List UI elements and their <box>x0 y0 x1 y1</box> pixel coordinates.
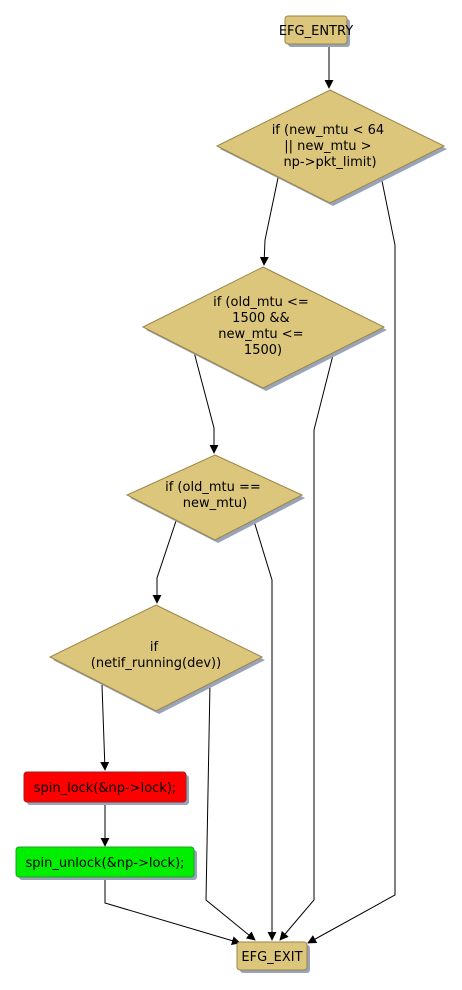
edge-netif-running-to-spin-lock <box>100 684 110 771</box>
condition-mtu-range-line-1: if (new_mtu < 64 <box>272 123 384 138</box>
exit-node-label: EFG_EXIT <box>241 950 302 965</box>
edge-old-new-1500-to-mtu-equal <box>193 351 219 454</box>
svg-text:spin_unlock(&np->lock);: spin_unlock(&np->lock); <box>25 856 184 871</box>
svg-text:if (old_mtu == new_mtu: if (old_mtu == new_mtu) <box>165 480 265 511</box>
condition-netif-running-line-1: if <box>150 640 159 655</box>
exit-node: EFG_EXIT <box>236 941 310 973</box>
condition-mtu-equal-line-1: if (old_mtu == <box>165 480 261 495</box>
condition-mtu-range-line-3: np->pkt_limit) <box>283 155 376 170</box>
condition-old-new-1500-line-3: new_mtu <= <box>218 327 303 342</box>
svg-text:spin_lock(&np->lock);: spin_lock(&np->lock); <box>34 781 177 796</box>
nodes: EFG_ENTRY if (new_mtu < 64 || new_mtu > … <box>15 15 447 973</box>
edge-spin-unlock-to-exit <box>104 878 241 946</box>
spin-lock-node: spin_lock(&np->lock); <box>23 771 189 805</box>
svg-text:EFG_ENTRY: EFG_ENTRY <box>279 24 353 39</box>
condition-old-new-1500-line-2: 1500 && <box>232 311 290 326</box>
condition-netif-running-line-2: (netif_running(dev)) <box>91 656 221 671</box>
condition-mtu-equal-line-2: new_mtu) <box>183 496 247 511</box>
edge-mtu-range-to-old-new-1500 <box>259 177 279 266</box>
edge-netif-running-to-exit <box>205 682 256 941</box>
condition-mtu-range-line-2: || new_mtu > <box>284 139 371 154</box>
condition-old-new-1500-line-1: if (old_mtu <= <box>213 295 309 310</box>
entry-node-label: EFG_ENTRY <box>279 24 353 39</box>
entry-node: EFG_ENTRY <box>279 15 353 47</box>
edge-old-new-1500-to-exit <box>279 354 334 941</box>
condition-old-new-1500-line-4: 1500) <box>244 343 282 358</box>
svg-text:if (netif_running(dev): if (netif_running(dev)) <box>91 640 221 671</box>
spin-lock-label: spin_lock(&np->lock); <box>34 781 177 796</box>
condition-mtu-range: if (new_mtu < 64 || new_mtu > np->pkt_li… <box>215 89 447 206</box>
svg-text:if (old_mtu <= 1500 &&: if (old_mtu <= 1500 && new_mtu <= 1500) <box>213 295 313 358</box>
edge-mtu-equal-to-netif-running <box>152 520 177 604</box>
condition-mtu-equal: if (old_mtu == new_mtu) <box>125 454 305 543</box>
svg-text:EFG_EXIT: EFG_EXIT <box>241 950 302 965</box>
spin-unlock-label: spin_unlock(&np->lock); <box>25 856 184 871</box>
condition-old-new-1500: if (old_mtu <= 1500 && new_mtu <= 1500) <box>141 266 387 391</box>
edge-mtu-range-to-exit <box>307 175 396 944</box>
svg-text:if (new_mtu < 64 || ne: if (new_mtu < 64 || new_mtu > np->pkt_li… <box>272 123 389 170</box>
condition-netif-running: if (netif_running(dev)) <box>48 604 265 714</box>
spin-unlock-node: spin_unlock(&np->lock); <box>15 846 197 880</box>
edges <box>100 45 396 946</box>
edge-mtu-equal-to-exit <box>253 520 277 941</box>
